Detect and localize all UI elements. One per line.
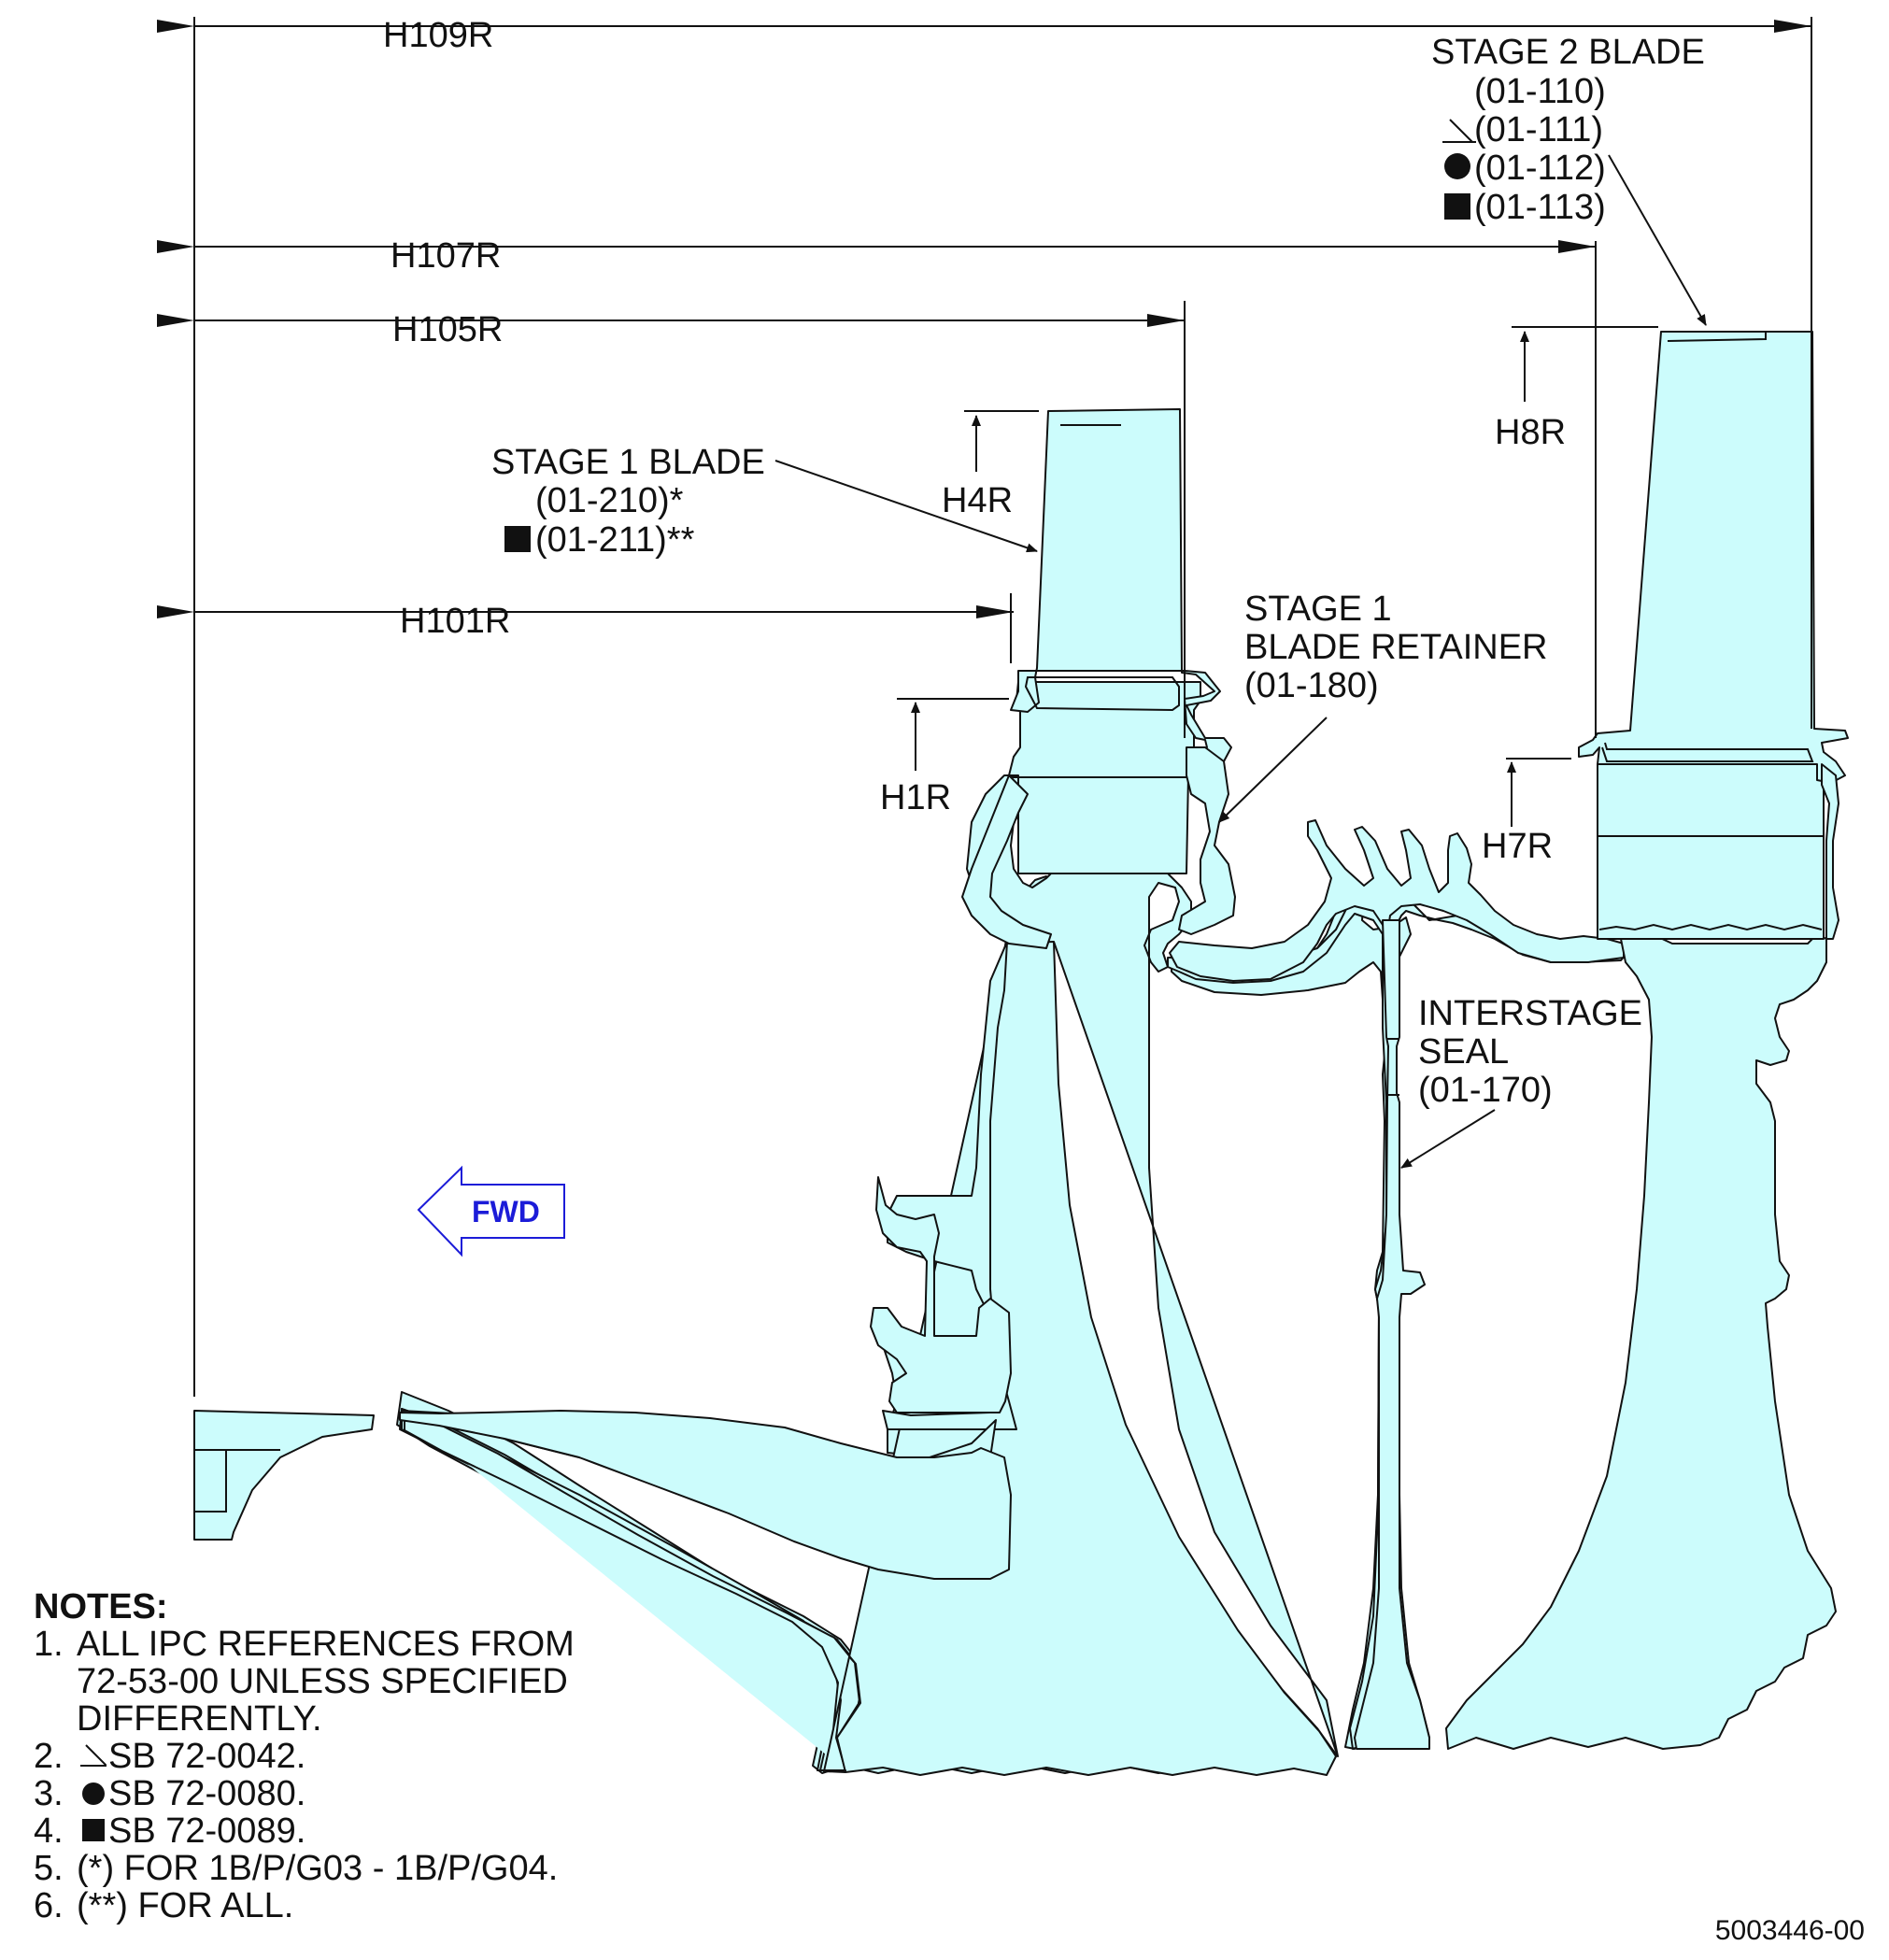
stage2-blade-ref-4: (01-113)	[1474, 188, 1606, 227]
note-4: 4. SB 72-0089.	[34, 1812, 575, 1850]
fwd-arrow: FWD	[417, 1165, 565, 1257]
interstage-seal-web	[1354, 919, 1430, 1750]
note-text: ALL IPC REFERENCES FROM	[77, 1625, 575, 1664]
note-number: 5.	[34, 1849, 64, 1888]
note-number: 2.	[34, 1737, 64, 1776]
figure-number: 5003446-00	[1714, 1915, 1865, 1946]
note-number: 4.	[34, 1811, 64, 1851]
note-text: (**) FOR ALL.	[77, 1886, 294, 1925]
stage2-blade-ref-1: (01-110)	[1474, 72, 1606, 111]
triangle-flag-icon	[1442, 119, 1476, 143]
stage2-platform-detail	[1601, 742, 1814, 762]
note-text: SB 72-0042.	[108, 1737, 306, 1776]
stage1-platform-detail	[1024, 676, 1180, 712]
stage2-blade-tip-line	[1667, 332, 1767, 342]
dim-label-h4r: H4R	[942, 481, 1013, 520]
dim-label-h101r: H101R	[400, 602, 510, 641]
note-number: 6.	[34, 1886, 64, 1925]
retainer-callout-line1: STAGE 1	[1244, 589, 1392, 629]
note-1-continuation: 72-53-00 UNLESS SPECIFIED	[77, 1662, 568, 1701]
dim-label-h8r: H8R	[1495, 413, 1566, 452]
stage1-blade	[1010, 408, 1232, 790]
stage2-disk	[1445, 933, 1837, 1750]
note-2: 2. SB 72-0042.	[34, 1738, 575, 1775]
stage2-blade	[1578, 331, 1849, 784]
note-1: 1. ALL IPC REFERENCES FROM	[34, 1626, 575, 1663]
filled-square-icon	[1444, 193, 1470, 220]
note-text: SB 72-0080.	[108, 1774, 306, 1813]
leader-arrows	[774, 154, 1707, 1169]
note-text: SB 72-0089.	[108, 1811, 306, 1851]
stage2-blade-title: STAGE 2 BLADE	[1431, 33, 1705, 72]
note-3: 3. SB 72-0080.	[34, 1775, 575, 1812]
stage1-forward-plate	[961, 774, 1052, 949]
dimension-lines	[157, 17, 1812, 1397]
left-stub-detail	[194, 1449, 227, 1513]
filled-circle-icon	[77, 1775, 108, 1812]
retainer-callout-line2: BLADE RETAINER	[1244, 628, 1547, 667]
note-6: 6. (**) FOR ALL.	[34, 1887, 575, 1924]
filled-square-icon	[77, 1812, 108, 1850]
stage2-blade-ref-2: (01-111)	[1474, 110, 1603, 149]
forward-seal-arm	[870, 1176, 1012, 1413]
stage2-blade-root	[1597, 763, 1825, 940]
dim-label-h107r: H107R	[391, 236, 501, 276]
dim-label-h105r: H105R	[392, 310, 503, 349]
stage2-root-serrations	[1598, 923, 1823, 931]
stage1-disk-outline	[404, 941, 1337, 1776]
stage1-blade-ref-1: (01-210)*	[535, 481, 684, 520]
stage1-blade-title: STAGE 1 BLADE	[491, 443, 765, 482]
seal-callout-line2: SEAL	[1418, 1032, 1509, 1072]
stage1-blade-retainer	[1178, 746, 1236, 935]
retainer-callout-line3: (01-180)	[1244, 666, 1379, 705]
stage2-blade-ref-3: (01-112)	[1474, 149, 1606, 188]
seal-callout-line3: (01-170)	[1418, 1071, 1553, 1110]
interstage-seal-detail	[1386, 1038, 1399, 1096]
stage1-blade-ref-2: (01-211)**	[535, 520, 695, 560]
notes-heading: NOTES:	[34, 1587, 168, 1626]
note-number: 1.	[34, 1625, 64, 1664]
triangle-flag-icon	[77, 1738, 108, 1775]
note-5: 5. (*) FOR 1B/P/G03 - 1B/P/G04.	[34, 1850, 575, 1887]
cone-arm	[399, 1410, 1012, 1580]
filled-circle-icon	[1444, 153, 1470, 179]
left-stub	[193, 1410, 375, 1541]
dim-label-h109r: H109R	[383, 16, 493, 55]
note-number: 3.	[34, 1774, 64, 1813]
note-text: (*) FOR 1B/P/G03 - 1B/P/G04.	[77, 1849, 559, 1888]
seal-callout-line1: INTERSTAGE	[1418, 994, 1642, 1033]
stage2-aft-retainer	[1821, 763, 1839, 940]
filled-square-icon	[504, 526, 531, 552]
dim-label-h7r: H7R	[1482, 827, 1553, 866]
note-1-continuation: DIFFERENTLY.	[77, 1699, 322, 1739]
dim-label-h1r: H1R	[880, 778, 951, 817]
fwd-label: FWD	[472, 1195, 540, 1229]
notes-block: NOTES: 1. ALL IPC REFERENCES FROM 72-53-…	[34, 1588, 575, 1924]
